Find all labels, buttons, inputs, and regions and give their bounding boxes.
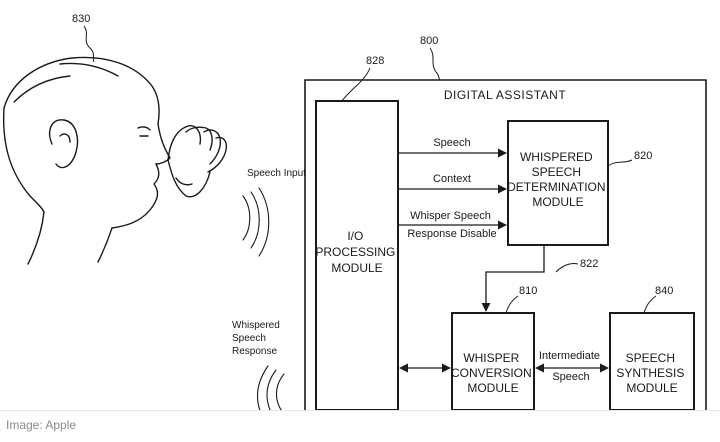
whisper-disable-line-2: Response Disable — [407, 228, 496, 240]
io-module-line-3: MODULE — [331, 261, 382, 275]
whisper-disable-label: Whisper Speech Response Disable — [407, 210, 496, 240]
speech-synth-ref-label: 840 — [655, 285, 673, 297]
context-signal-label: Context — [433, 173, 471, 185]
speech-signal-label: Speech — [433, 137, 470, 149]
whispered-response-line-3: Response — [232, 346, 277, 357]
whisper-det-ref-label: 820 — [634, 150, 652, 162]
caption-bar: Image: Apple — [0, 410, 720, 442]
whisper-conv-ref-label: 810 — [519, 285, 537, 297]
det-to-conversion-connector — [481, 245, 545, 312]
speech-input-waves — [242, 187, 270, 257]
io-ref-label: 828 — [366, 55, 384, 67]
assistant-ref-leader — [429, 47, 441, 81]
speech-synthesis-module — [609, 312, 695, 411]
digital-assistant-title: DIGITAL ASSISTANT — [444, 88, 566, 102]
whisper-det-line-2: SPEECH — [532, 165, 581, 179]
speech-synth-label: SPEECH SYNTHESIS MODULE — [616, 351, 687, 395]
assistant-ref-label: 800 — [420, 35, 438, 47]
io-processing-module — [315, 100, 399, 411]
person-ref-leader — [83, 25, 95, 63]
whisper-conv-line-3: MODULE — [467, 381, 518, 395]
whisper-det-line-3: DETERMINATION — [507, 180, 605, 194]
speech-synth-line-2: SYNTHESIS — [616, 366, 684, 380]
io-module-line-2: PROCESSING — [315, 245, 395, 259]
whisper-conv-line-1: WHISPER — [463, 351, 519, 365]
connector-ref-label: 822 — [580, 258, 598, 270]
person-illustration — [2, 56, 228, 265]
whisper-det-line-1: WHISPERED — [520, 150, 593, 164]
speech-input-label: Speech Input — [247, 168, 306, 179]
whisper-conversion-module — [451, 312, 535, 411]
whisper-det-ref-leader — [607, 159, 633, 167]
io-module-line-1: I/O — [347, 229, 363, 243]
speech-synth-line-3: MODULE — [626, 381, 677, 395]
connector-ref-leader — [555, 263, 579, 273]
io-ref-leader — [341, 67, 371, 102]
whisper-det-label: WHISPERED SPEECH DETERMINATION MODULE — [507, 150, 609, 209]
whispered-speech-determination-module — [507, 120, 609, 246]
whispered-response-label: Whispered Speech Response — [232, 320, 283, 357]
whisper-conv-label: WHISPER CONVERSION MODULE — [451, 351, 535, 395]
whisper-conv-ref-leader — [505, 295, 519, 314]
whispered-response-line-1: Whispered — [232, 320, 280, 331]
person-ref-label: 830 — [72, 13, 90, 25]
intermediate-line-2: Speech — [552, 371, 589, 383]
speech-synth-ref-leader — [643, 295, 657, 314]
whisper-det-line-4: MODULE — [532, 195, 583, 209]
digital-assistant-box — [304, 79, 707, 410]
intermediate-line-1: Intermediate — [539, 350, 600, 362]
whisper-conv-line-2: CONVERSION — [451, 366, 532, 380]
whisper-disable-line-1: Whisper Speech — [410, 210, 491, 222]
io-module-label: I/O PROCESSING MODULE — [315, 229, 398, 275]
image-credit: Image: Apple — [6, 418, 77, 432]
intermediate-speech-label: Intermediate Speech — [539, 350, 603, 383]
speech-synth-line-1: SPEECH — [626, 351, 675, 365]
whispered-response-line-2: Speech — [232, 333, 266, 344]
